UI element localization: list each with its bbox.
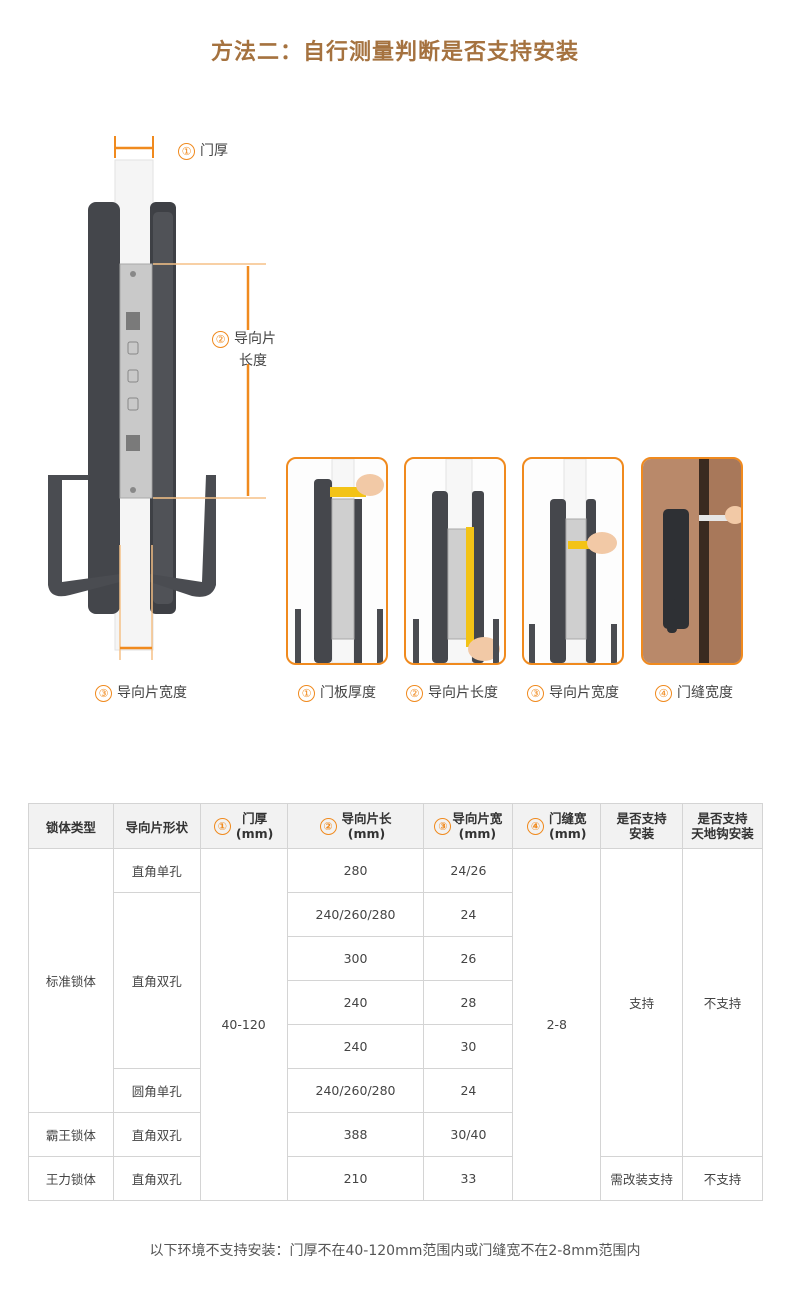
plate-length-label: ② 导向片 长度 [212, 328, 276, 372]
table-row: 王力锁体 直角双孔 210 33 需改装支持 不支持 [28, 1156, 763, 1201]
label-text: 导向片宽度 [117, 685, 187, 701]
shape-cell: 直角双孔 [112, 892, 201, 1069]
header-text: 门缝宽 [549, 811, 587, 826]
hook-cell: 不支持 [682, 848, 763, 1157]
col-header: ② 导向片长(mm) [286, 803, 425, 849]
col-header: 是否支持安装 [600, 803, 684, 849]
label-text: 门厚 [200, 143, 228, 159]
caption-text: 导向片宽度 [549, 685, 619, 701]
header-unit: (mm) [235, 826, 274, 841]
header-text: 是否支持 [697, 811, 748, 826]
shape-cell: 圆角单孔 [112, 1068, 201, 1113]
page-title: 方法二：自行测量判断是否支持安装 [210, 40, 579, 65]
num-badge: ③ [527, 684, 544, 702]
width-cell: 24 [423, 892, 514, 937]
width-cell: 24/26 [423, 848, 514, 893]
gap-cell: 2-8 [512, 848, 602, 1201]
lock-type-cell: 霸王锁体 [28, 1112, 114, 1157]
photo-plate-width [522, 457, 624, 665]
length-cell: 240/260/280 [286, 892, 425, 937]
width-cell: 26 [423, 936, 514, 981]
header-unit: (mm) [549, 826, 587, 841]
label-text: 长度 [239, 353, 267, 369]
header-unit: (mm) [347, 826, 386, 841]
photo-caption: ③ 导向片宽度 [527, 682, 619, 702]
length-cell: 388 [286, 1112, 425, 1157]
col-header: 锁体类型 [28, 803, 114, 849]
door-thickness-label: ① 门厚 [178, 140, 228, 160]
photo-caption: ④ 门缝宽度 [655, 682, 733, 702]
support-cell: 需改装支持 [600, 1156, 684, 1201]
col-header: 导向片形状 [112, 803, 201, 849]
length-cell: 300 [286, 936, 425, 981]
lock-diagram [48, 136, 266, 660]
header-text: 安装 [629, 826, 655, 841]
num-badge: ④ [527, 817, 545, 835]
shape-cell: 直角单孔 [112, 848, 201, 893]
width-cell: 28 [423, 980, 514, 1025]
photo-door-gap [641, 457, 743, 665]
footnote: 以下环境不支持安装：门厚不在40-120mm范围内或门缝宽不在2-8mm范围内 [149, 1243, 641, 1259]
length-cell: 240 [286, 1024, 425, 1069]
lock-type-cell: 王力锁体 [28, 1156, 114, 1201]
table-row: 直角双孔 240/260/280 24 [29, 892, 763, 1069]
table-row: 240 28 [29, 980, 763, 1025]
width-cell: 33 [423, 1156, 514, 1201]
header-text: 天地钩安装 [691, 826, 754, 841]
lock-type-cell: 标准锁体 [28, 848, 114, 1113]
length-cell: 240 [286, 980, 425, 1025]
photo-door-thickness [286, 457, 388, 665]
num-badge: ④ [655, 684, 672, 702]
width-cell: 30 [423, 1024, 514, 1069]
col-header: ④ 门缝宽(mm) [512, 803, 602, 849]
plate-width-label: ③ 导向片宽度 [95, 682, 187, 702]
num-badge: ① [298, 684, 315, 702]
num-badge: ③ [434, 817, 452, 835]
shape-cell: 直角双孔 [112, 1156, 201, 1201]
caption-text: 导向片长度 [428, 685, 498, 701]
shape-cell: 直角双孔 [112, 1112, 201, 1157]
num-badge: ③ [95, 684, 112, 702]
num-badge: ① [178, 142, 195, 160]
header-unit: (mm) [458, 826, 497, 841]
width-cell: 30/40 [423, 1112, 514, 1157]
header-text: 门厚 [242, 811, 268, 826]
header-text: 导向片宽 [452, 811, 503, 826]
hook-cell: 不支持 [682, 1156, 763, 1201]
support-cell: 支持 [600, 848, 684, 1157]
col-header: 是否支持天地钩安装 [682, 803, 763, 849]
photo-caption: ① 门板厚度 [298, 682, 376, 702]
width-cell: 24 [423, 1068, 514, 1113]
header-text: 是否支持 [616, 811, 667, 826]
num-badge: ① [213, 817, 231, 835]
num-badge: ② [406, 684, 423, 702]
table-row: 霸王锁体 直角双孔 388 30/40 [28, 1112, 763, 1157]
photo-caption: ② 导向片长度 [406, 682, 498, 702]
door-thickness-cell: 40-120 [199, 848, 288, 1201]
length-cell: 210 [286, 1156, 425, 1201]
caption-text: 门板厚度 [320, 685, 376, 701]
num-badge: ② [319, 817, 337, 835]
length-cell: 280 [286, 848, 425, 893]
photo-plate-length [404, 457, 506, 665]
caption-text: 门缝宽度 [677, 685, 733, 701]
length-cell: 240/260/280 [286, 1068, 425, 1113]
table-row: 圆角单孔 240/260/280 24 [29, 1068, 763, 1113]
label-text: 导向片 [234, 331, 276, 347]
table-row: 标准锁体 直角单孔 40-120 280 24/26 2-8 支持 不支持 [28, 848, 763, 1201]
header-text: 导向片长 [341, 811, 392, 826]
num-badge: ② [212, 330, 229, 348]
col-header: ① 门厚(mm) [199, 803, 288, 849]
